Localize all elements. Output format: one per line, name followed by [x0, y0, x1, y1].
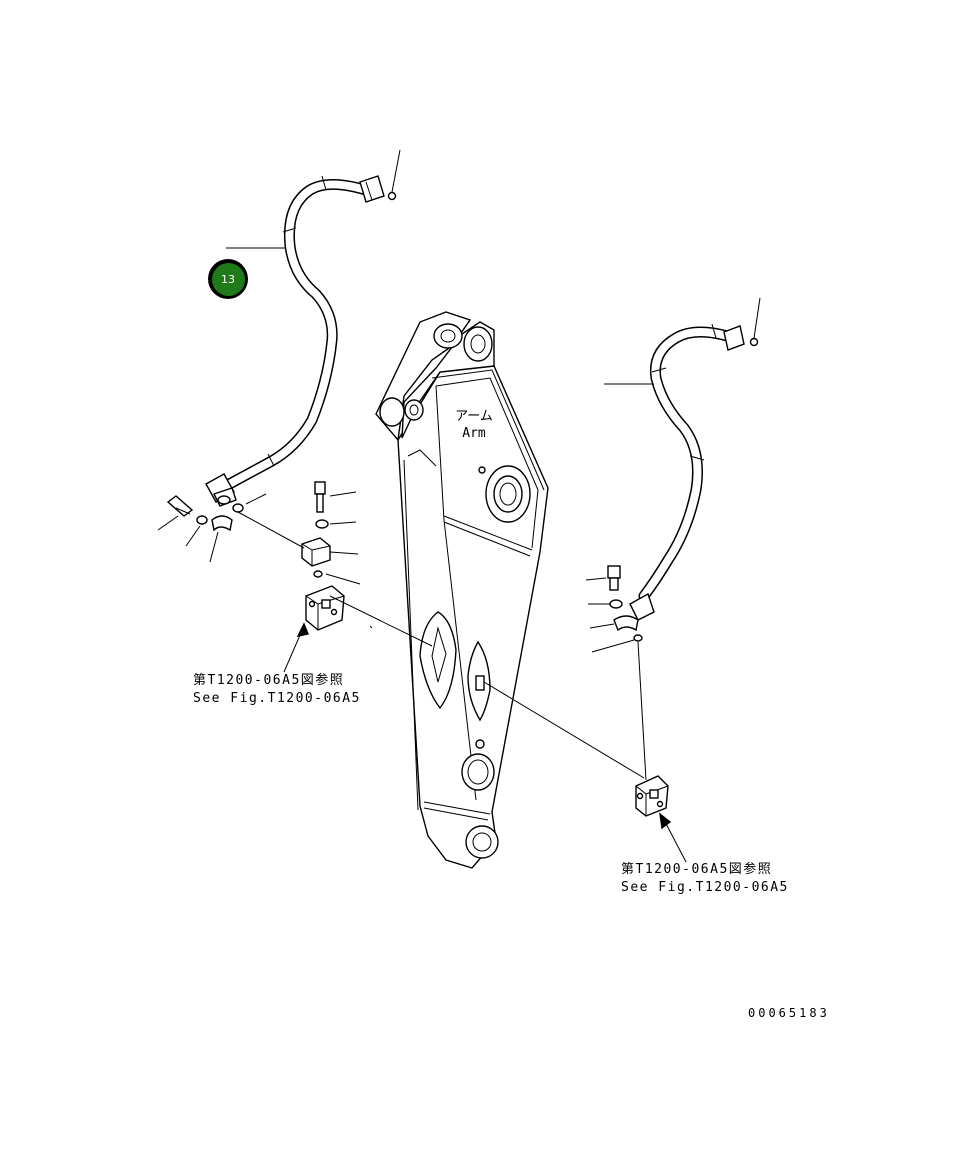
leader-lines	[157, 149, 761, 863]
arm-label-en: Arm	[462, 426, 486, 441]
callout-13-badge[interactable]: 13	[208, 259, 248, 299]
left-fittings-group	[166, 481, 345, 631]
right-fittings-group	[607, 565, 669, 817]
drawing-number: 00065183	[748, 1006, 830, 1020]
right-hydraulic-hose	[629, 323, 745, 621]
right-reference-note: 第T1200-06A5図参照 See Fig.T1200-06A5	[621, 861, 789, 897]
left-reference-en: See Fig.T1200-06A5	[193, 691, 361, 706]
arm-label: アーム Arm	[444, 408, 504, 442]
right-reference-jp: 第T1200-06A5図参照	[621, 862, 773, 877]
left-reference-jp: 第T1200-06A5図参照	[193, 673, 345, 688]
left-reference-note: 第T1200-06A5図参照 See Fig.T1200-06A5	[193, 672, 361, 708]
arm-label-jp: アーム	[455, 409, 493, 424]
right-reference-en: See Fig.T1200-06A5	[621, 880, 789, 895]
left-hydraulic-hose	[205, 175, 385, 507]
arm-body	[369, 311, 549, 869]
callout-13-number: 13	[211, 262, 245, 296]
